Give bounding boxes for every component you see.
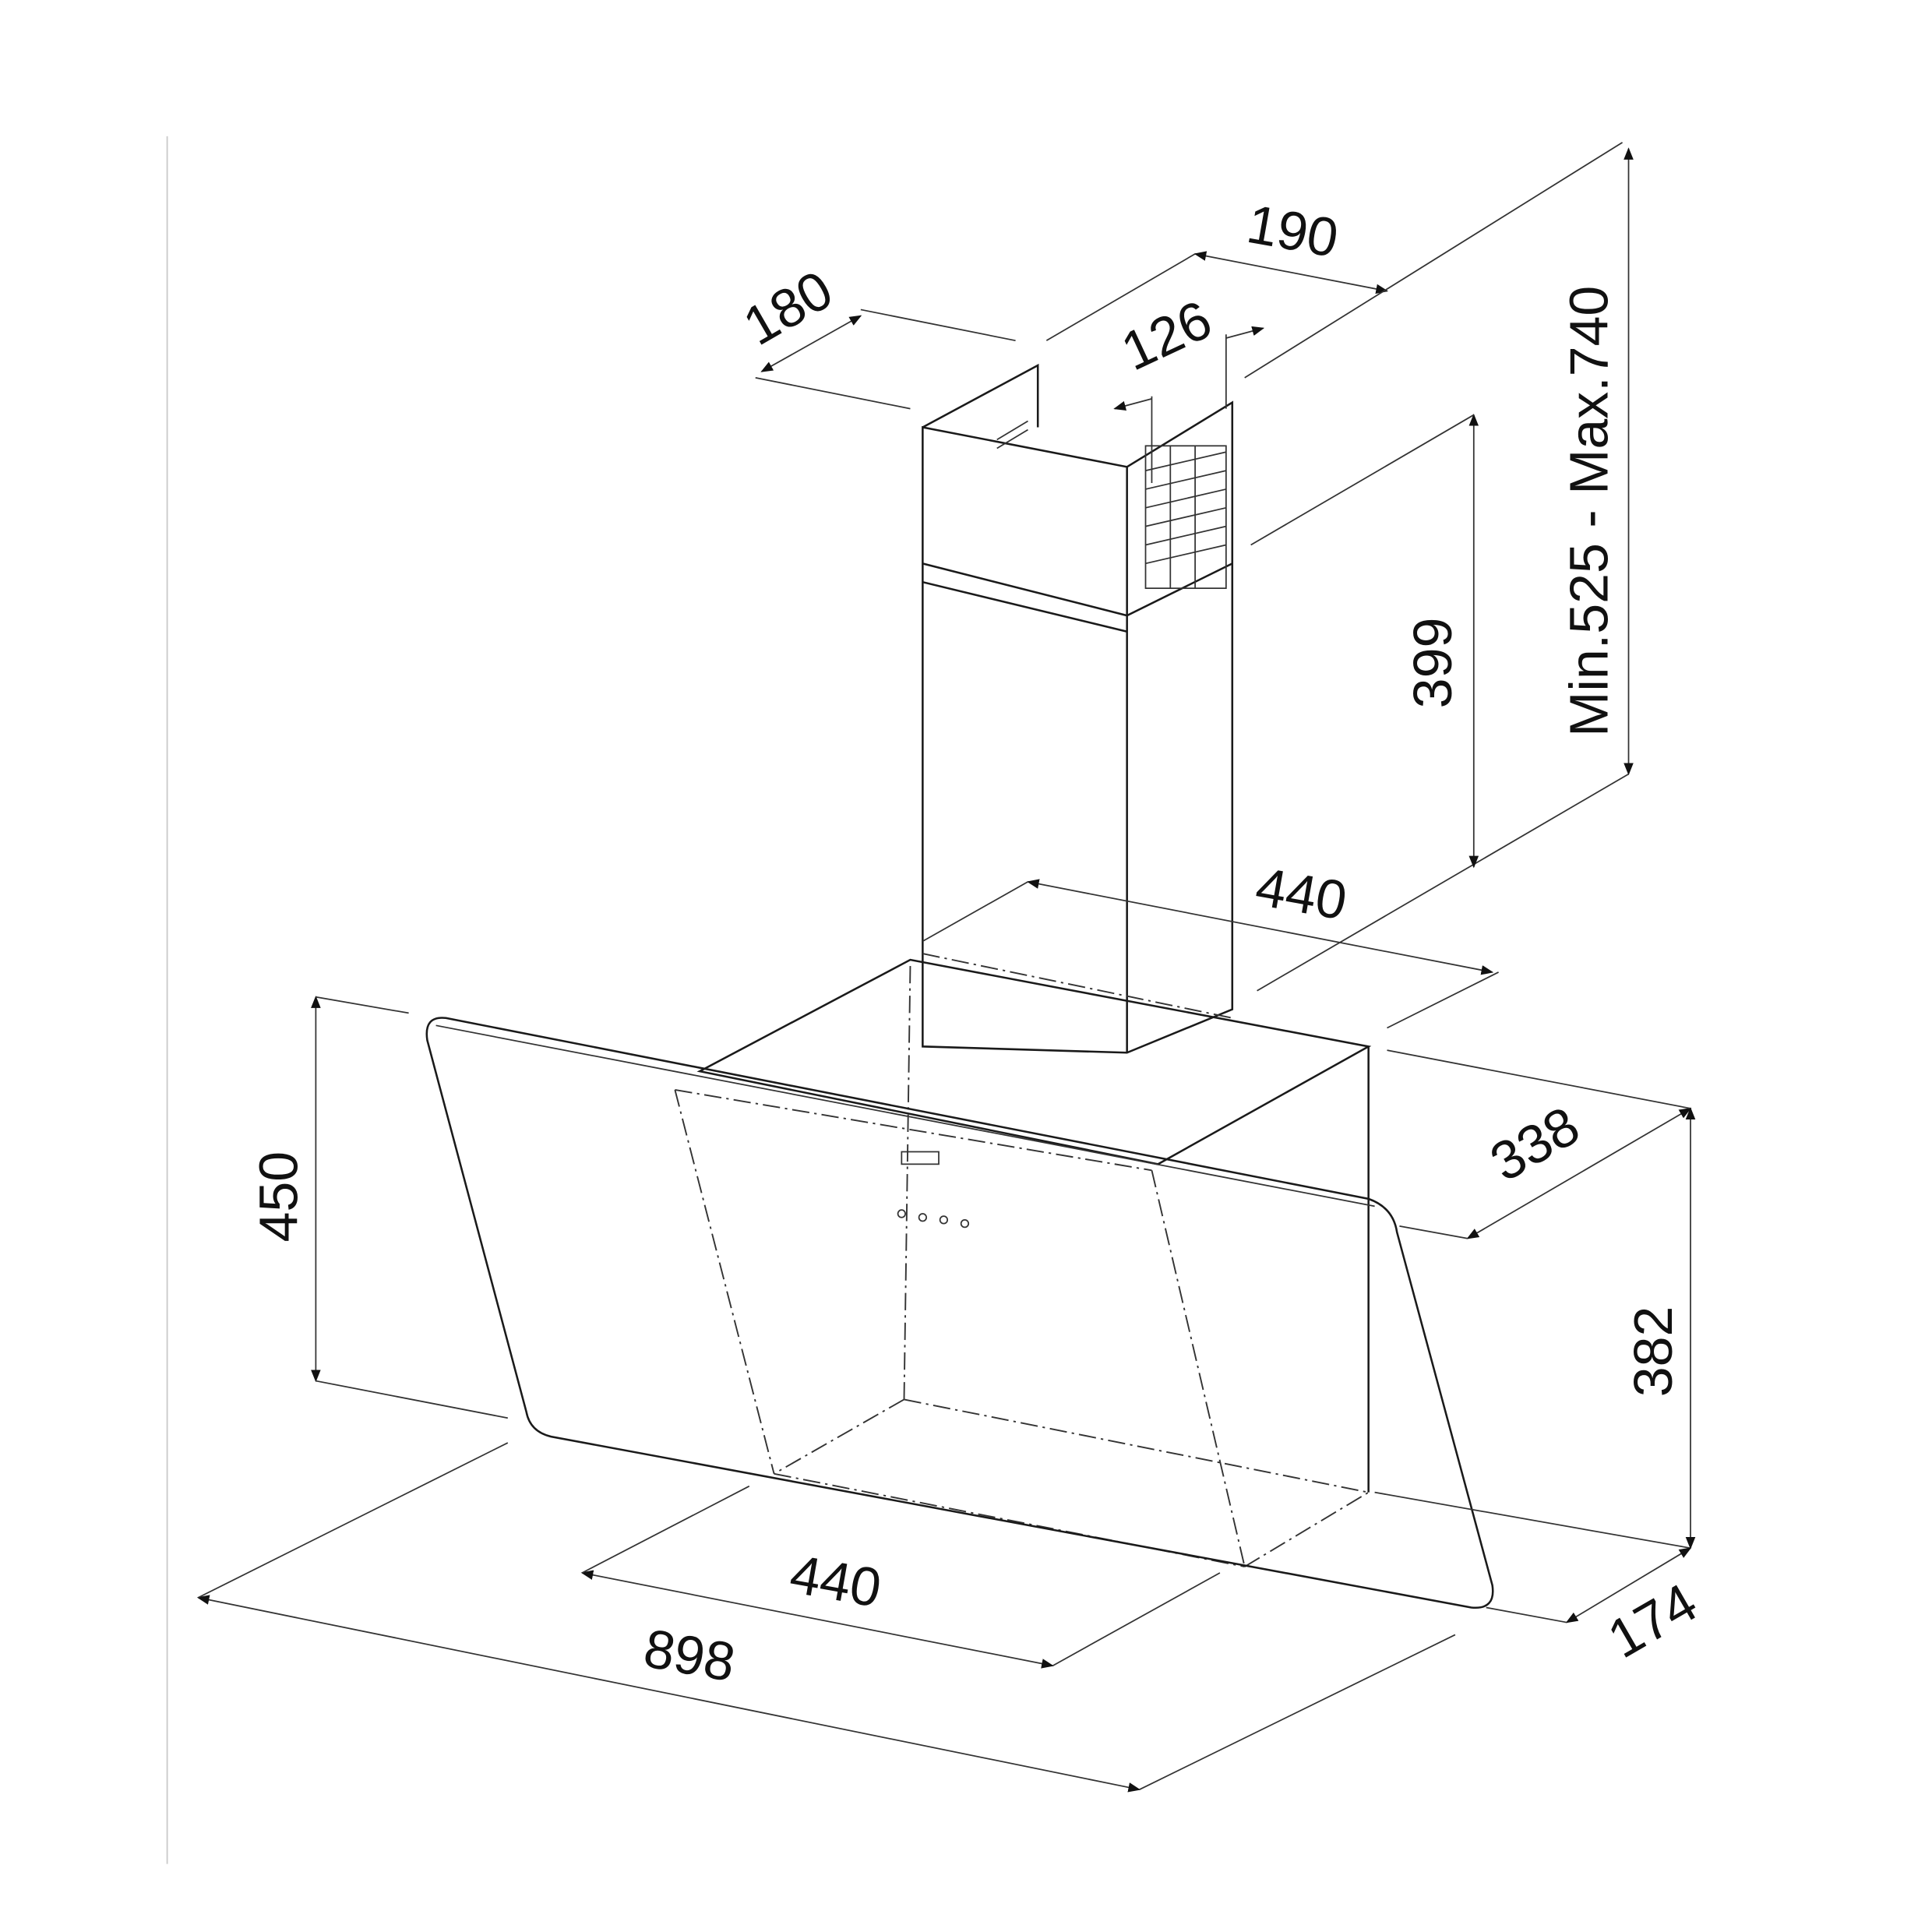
- chimney: [922, 363, 1234, 1054]
- dim-glass-height: 450: [249, 1151, 309, 1243]
- dim-glass-depth: 174: [1598, 1571, 1707, 1669]
- dim-body-depth: 338: [1480, 1095, 1589, 1193]
- dim-body-width-bottom: 440: [785, 1543, 885, 1619]
- vent-grille: [996, 420, 1227, 590]
- dim-body-height: 382: [1623, 1306, 1683, 1398]
- dim-chimney-depth: 180: [733, 259, 842, 357]
- dimension-lines: [196, 142, 1696, 1793]
- dim-overall-width: 898: [640, 1617, 739, 1693]
- control-buttons: [897, 1209, 970, 1229]
- hood-body: [674, 953, 1372, 1567]
- control-display: [901, 1151, 940, 1165]
- dim-vent-width: 126: [1112, 289, 1221, 383]
- dim-body-width-top: 440: [1251, 855, 1351, 931]
- glass-panel: [425, 1017, 1494, 1609]
- dim-chimney-width: 190: [1243, 193, 1342, 269]
- dim-upper-chimney-height: 399: [1402, 618, 1463, 709]
- dim-chimney-height-range: Min.525 - Max.740: [1558, 286, 1619, 737]
